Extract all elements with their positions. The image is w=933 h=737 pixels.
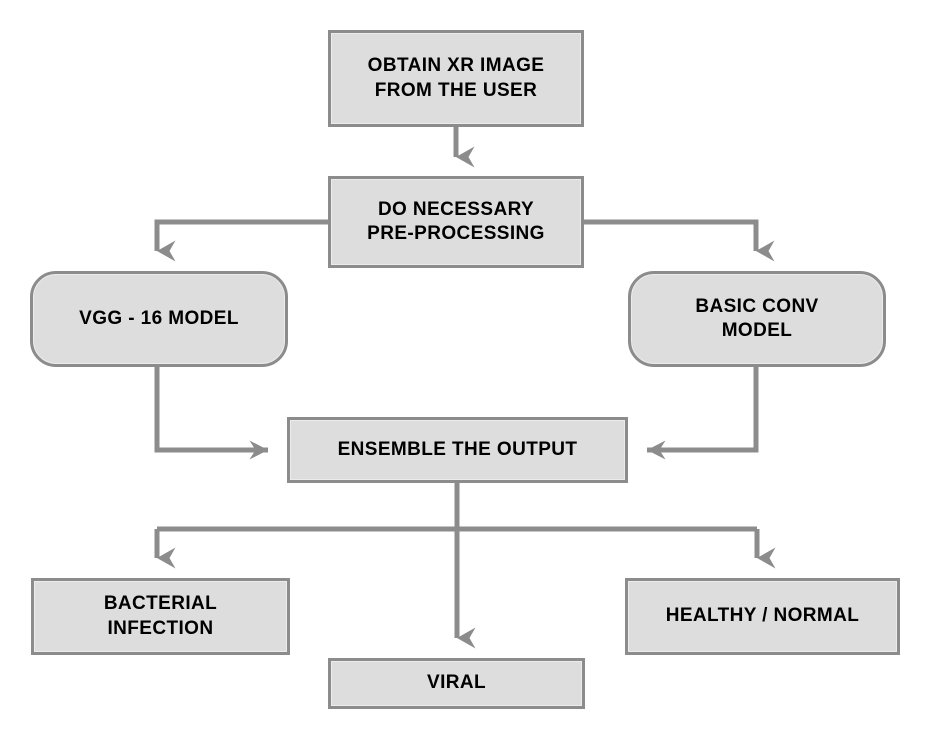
node-ensemble-the-output[interactable]: ENSEMBLE THE OUTPUT (287, 417, 628, 483)
node-label-ensemble-the-output: ENSEMBLE THE OUTPUT (337, 438, 578, 460)
node-label-healthy-normal: HEALTHY / NORMAL (665, 605, 860, 627)
node-label-basic-conv-model: BASIC CONV MODEL (695, 295, 819, 341)
node-bacterial-infection[interactable]: BACTERIAL INFECTION (31, 578, 290, 655)
node-label-pre-processing: DO NECESSARY PRE-PROCESSING (367, 198, 545, 244)
node-label-viral: VIRAL (427, 672, 486, 694)
node-label-obtain-xr-image: OBTAIN XR IMAGE FROM THE USER (367, 55, 545, 101)
edge-preprocess-to-conv (584, 219, 775, 262)
node-vgg-16-model[interactable]: VGG - 16 MODEL (30, 271, 288, 367)
node-label-vgg-16-model: VGG - 16 MODEL (79, 307, 239, 329)
node-basic-conv-model[interactable]: BASIC CONV MODEL (628, 271, 886, 367)
node-viral[interactable]: VIRAL (328, 658, 585, 709)
edge-preprocess-to-vgg (154, 219, 328, 262)
edge-vgg-to-ensemble (154, 367, 268, 460)
node-obtain-xr-image[interactable]: OBTAIN XR IMAGE FROM THE USER (328, 30, 584, 127)
edge-conv-to-ensemble (647, 367, 759, 460)
node-healthy-normal[interactable]: HEALTHY / NORMAL (625, 578, 900, 655)
node-pre-processing[interactable]: DO NECESSARY PRE-PROCESSING (328, 176, 584, 268)
node-label-bacterial-infection: BACTERIAL INFECTION (103, 593, 218, 639)
